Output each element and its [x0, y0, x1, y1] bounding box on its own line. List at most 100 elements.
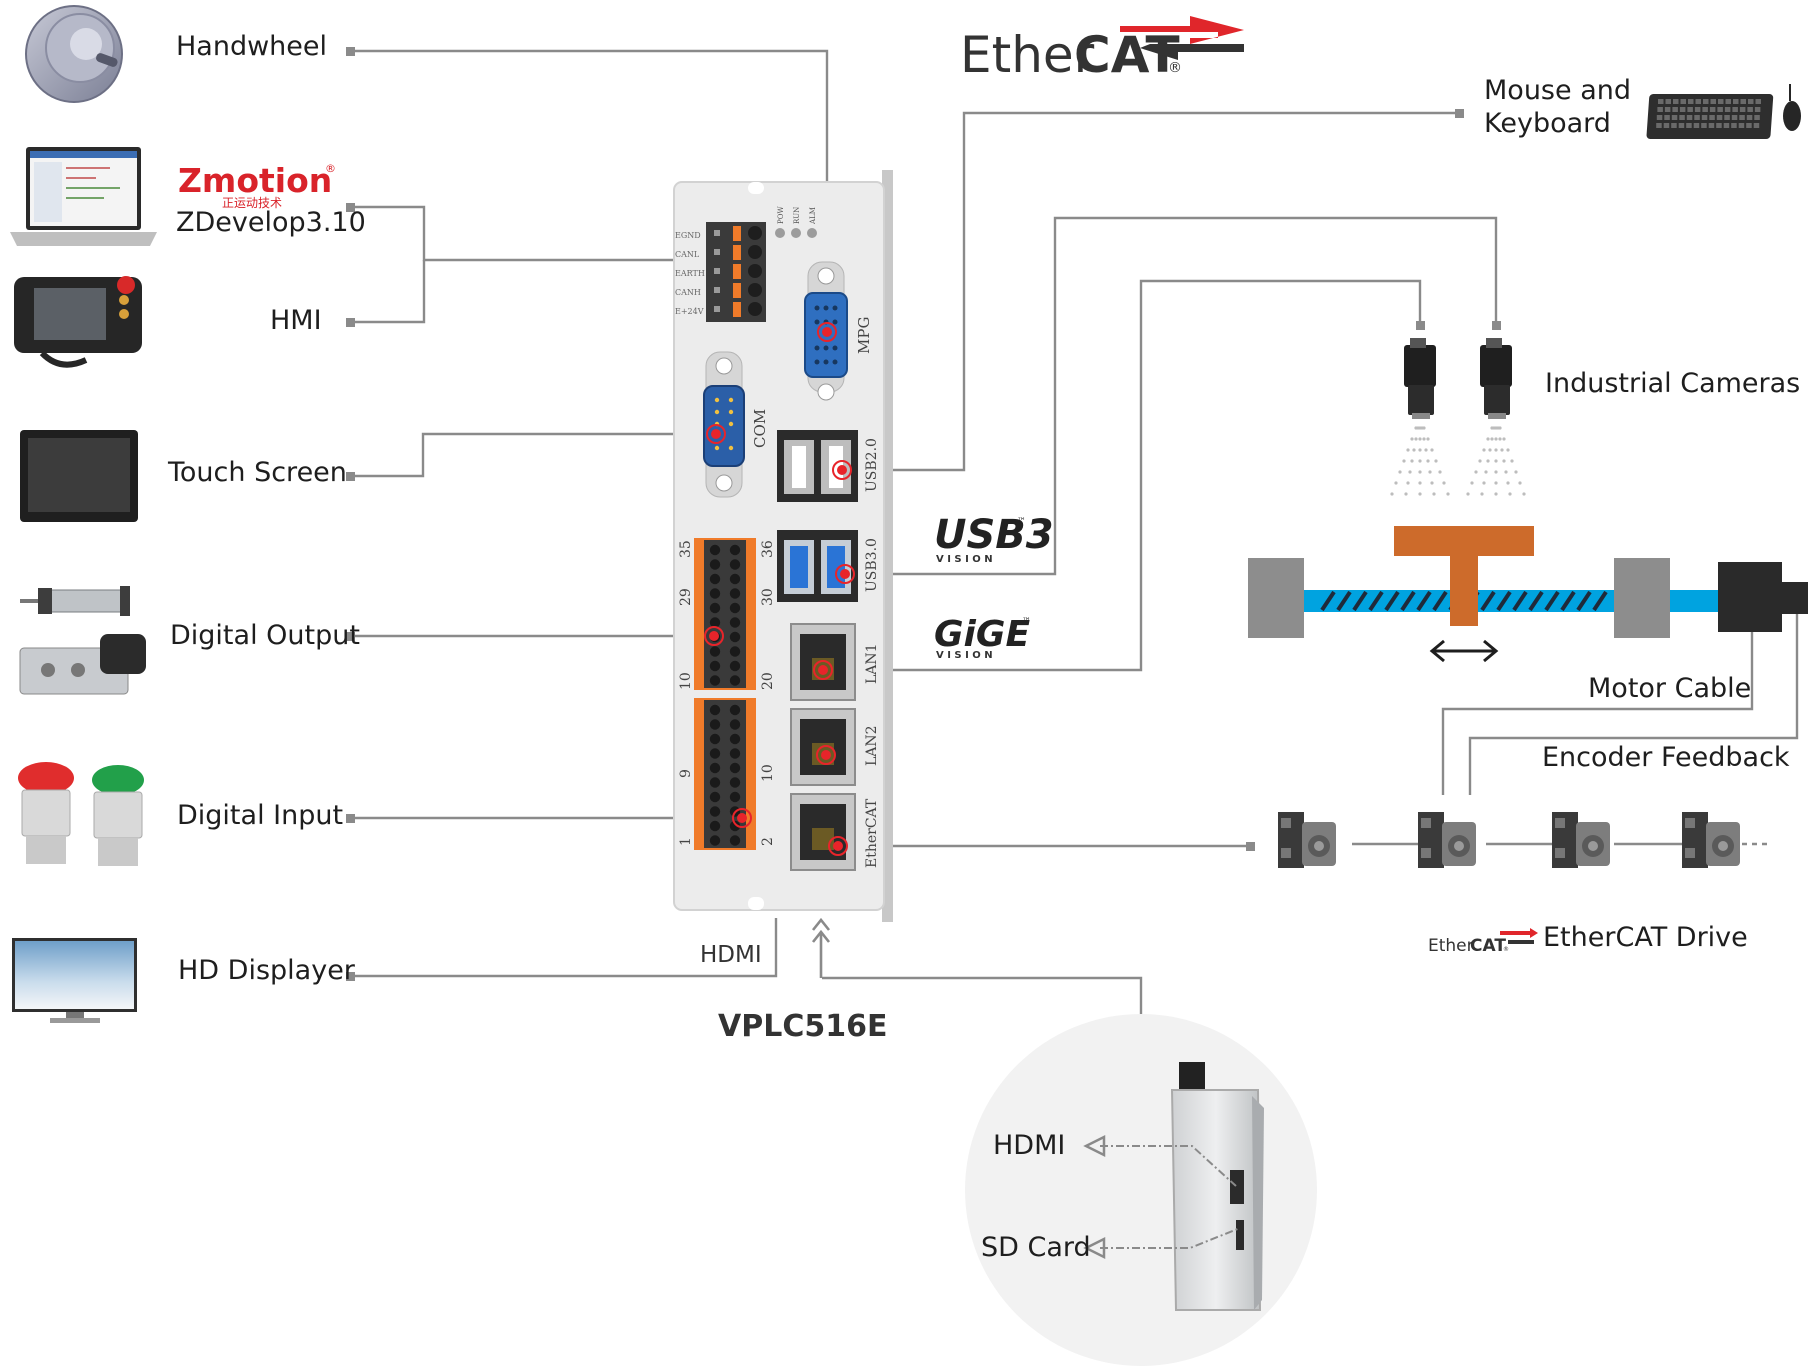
controller-vplc516e: EGND CANL EARTH CANH E+24V POW RUN ALM [673, 170, 893, 922]
led-alm-label: ALM [809, 207, 817, 225]
zmotion-logo: Zmotion ® 正运动技术 [178, 161, 336, 210]
ethercat-logo-cat: CAT [1074, 26, 1180, 84]
io-terminal-upper [694, 538, 756, 690]
pin-2-label: 2 [760, 837, 776, 846]
linear-axis [1248, 526, 1808, 663]
side-view-panel [965, 1014, 1317, 1366]
ethercat-drive-icon [1682, 812, 1740, 868]
digital-input-label: Digital Input [177, 800, 344, 831]
hmi-label: HMI [270, 305, 322, 336]
side-sd-card-label: SD Card [981, 1232, 1091, 1263]
io-terminal-lower [694, 698, 756, 850]
bottom-port-arrows [811, 917, 831, 978]
wire-mouse-keyboard [842, 111, 1458, 472]
slide-carriage [1394, 526, 1534, 626]
com-port[interactable] [703, 385, 745, 467]
wire-sd-side [822, 976, 1143, 1020]
pin-35-label: 35 [678, 540, 694, 558]
led-pow [775, 228, 785, 238]
led-alm [807, 228, 817, 238]
pin-9-label: 9 [678, 769, 694, 778]
mouse-keyboard-label-line1: Mouse and [1484, 75, 1631, 106]
term-24v-label: E+24V [675, 307, 704, 316]
digital-output-devices-icon [19, 586, 146, 695]
ethercat-drive-icon [1418, 812, 1476, 868]
hmi-pendant-icon [14, 276, 142, 368]
ethercat-drive-icon [1278, 812, 1336, 868]
wire-motor-cable [1441, 620, 1754, 795]
lan2-label: LAN2 [864, 725, 880, 766]
model-name: VPLC516E [718, 1009, 887, 1044]
wire-touch-screen [350, 432, 716, 478]
led-run [791, 228, 801, 238]
touch-screen-icon [20, 430, 138, 522]
pin-30-label: 30 [760, 588, 776, 606]
industrial-camera-icon-2 [1480, 338, 1512, 419]
handwheel-icon [25, 5, 123, 103]
touch-screen-label: Touch Screen [168, 457, 347, 488]
usb30-label: USB3.0 [864, 538, 880, 592]
port-markers [704, 322, 855, 856]
industrial-camera-icon-1 [1404, 338, 1436, 419]
ethercat-drives [1278, 812, 1740, 868]
mouse-keyboard-label-line2: Keyboard [1484, 108, 1611, 139]
ethercat-small-cat: CAT [1470, 936, 1506, 956]
side-sd-slot[interactable] [1236, 1220, 1244, 1250]
digital-input-buttons-icon [18, 762, 144, 866]
term-egnd-label: EGND [675, 231, 701, 240]
handwheel-label: Handwheel [176, 31, 328, 62]
axis-end-block-left [1248, 558, 1304, 638]
pin-1-label: 1 [678, 837, 694, 846]
ethercat-logo-reg: ® [1168, 60, 1182, 76]
ethercat-logo-ether: Ether [960, 26, 1095, 84]
com-label: COM [751, 409, 769, 448]
camera-view-rays [1390, 426, 1526, 496]
term-earth-label: EARTH [675, 269, 705, 278]
zdevelop-software-label: ZDevelop3.10 [176, 207, 366, 238]
usb3-logo-sub: V I S I O N [936, 554, 993, 565]
zmotion-reg: ® [325, 162, 336, 175]
wire-hd-displayer [350, 918, 778, 978]
hd-displayer-label: HD Displayer [178, 955, 355, 986]
pin-10b-label: 10 [760, 764, 776, 782]
side-hdmi-label: HDMI [993, 1130, 1066, 1161]
side-hdmi-port[interactable] [1230, 1170, 1244, 1204]
ethercat-port-label: EtherCAT [864, 798, 880, 868]
laptop-icon [10, 147, 157, 246]
ethercat-drive-label: EtherCAT Drive [1543, 922, 1748, 953]
zmotion-name: Zmotion [178, 161, 332, 200]
industrial-cameras-label: Industrial Cameras [1545, 368, 1801, 399]
bidirectional-arrow [1429, 639, 1499, 663]
wire-end-markers [346, 47, 1501, 981]
usb3-vision-logo: USB3 ™ V I S I O N [934, 512, 1054, 565]
usb3-logo-tm: ™ [1017, 517, 1026, 527]
pin-10a-label: 10 [678, 672, 694, 690]
pin-36-label: 36 [760, 540, 776, 558]
digital-output-label: Digital Output [170, 620, 360, 651]
hd-displayer-icon [12, 938, 137, 1023]
ethercat-drive-icon [1552, 812, 1610, 868]
led-pow-label: POW [777, 206, 785, 224]
gige-vision-logo: GiGE ™ V I S I O N [934, 614, 1031, 661]
controller-hdmi-label: HDMI [700, 942, 762, 968]
term-canl-label: CANL [675, 250, 700, 259]
mpg-label: MPG [855, 317, 873, 354]
gige-logo-tm: ™ [1022, 617, 1031, 627]
ethercat-small-logo: Ether CAT ® [1428, 928, 1538, 956]
gige-logo-sub: V I S I O N [936, 650, 993, 661]
wire-camera-2 [842, 216, 1498, 576]
wires [350, 49, 1799, 1020]
zmotion-chinese: 正运动技术 [222, 196, 282, 210]
pin-20-label: 20 [760, 672, 776, 690]
motor-cable-label: Motor Cable [1588, 673, 1752, 704]
gige-logo-main: GiGE [934, 614, 1030, 655]
term-canh-label: CANH [675, 288, 701, 297]
wire-encoder-feedback [1468, 610, 1799, 795]
keyboard-icon [1646, 84, 1801, 139]
pin-29-label: 29 [678, 588, 694, 606]
servo-motor [1718, 562, 1782, 632]
ethercat-small-reg: ® [1503, 946, 1509, 953]
wire-camera-1 [842, 279, 1422, 672]
wire-hmi [350, 260, 426, 324]
